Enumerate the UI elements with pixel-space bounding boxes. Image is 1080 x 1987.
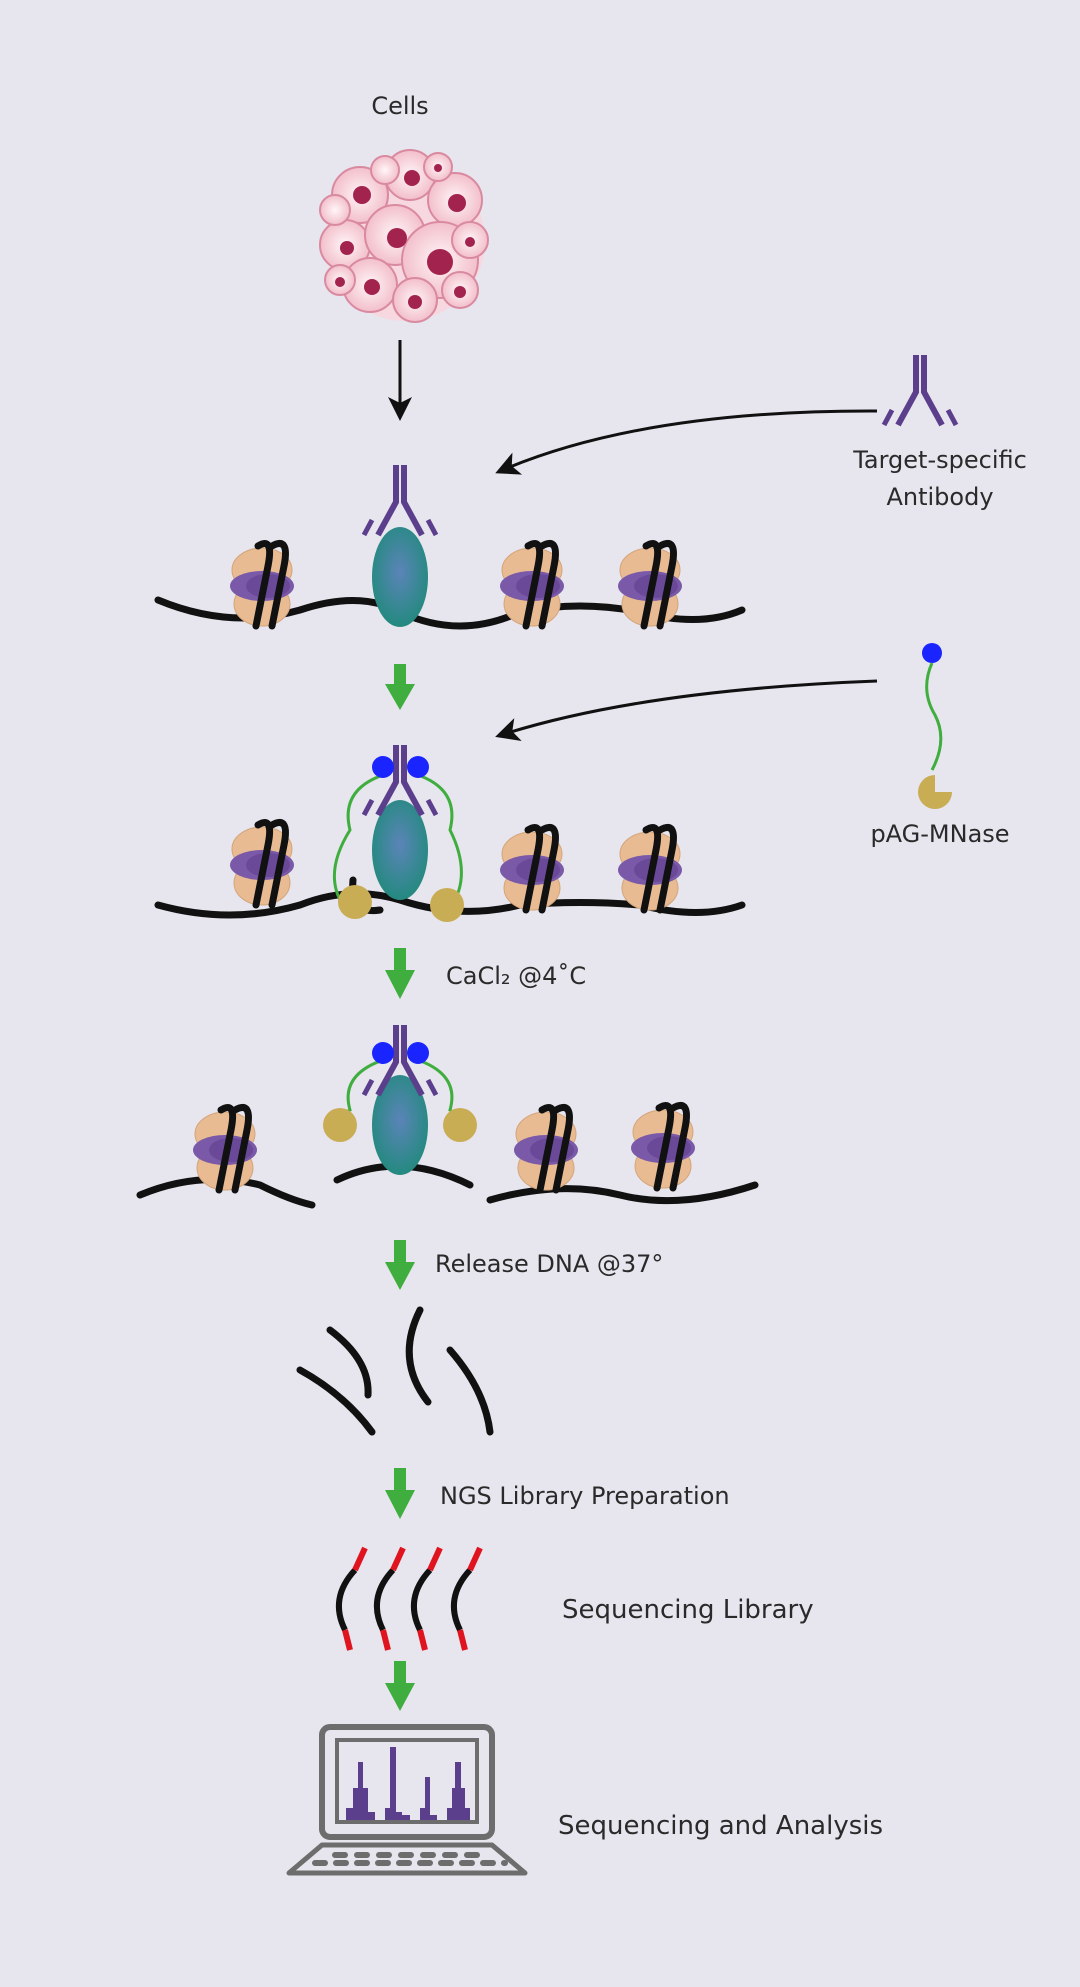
sequencing-library-fragments xyxy=(336,1546,483,1651)
green-arrow-2 xyxy=(385,948,415,999)
adapter-bottom-1 xyxy=(342,1629,353,1651)
adapter-bottom-2 xyxy=(380,1629,391,1651)
ngs-step-label: NGS Library Preparation xyxy=(440,1482,730,1510)
pag-mnase-icon xyxy=(918,643,952,809)
cacl2-step-label: CaCl₂ @4˚C xyxy=(446,962,586,990)
adapter-top-3 xyxy=(427,1546,443,1572)
library-fragment-3 xyxy=(411,1567,433,1632)
adapter-top-2 xyxy=(390,1546,406,1572)
arrow-pag-mnase-binding xyxy=(495,679,878,741)
green-arrow-3 xyxy=(385,1240,415,1290)
chromatin-with-antibody-pag-mnase xyxy=(154,745,746,922)
released-dna-fragments xyxy=(296,1306,494,1436)
release-step-label: Release DNA @37° xyxy=(435,1250,663,1278)
sequencing-analysis-label: Sequencing and Analysis xyxy=(558,1811,883,1841)
green-arrow-5 xyxy=(385,1661,415,1711)
chromatin-with-antibody xyxy=(154,465,746,627)
green-arrow-4 xyxy=(385,1468,415,1519)
cells-cluster-illustration xyxy=(319,149,489,323)
cells-label: Cells xyxy=(371,92,428,120)
library-fragment-4 xyxy=(451,1567,473,1632)
antibody-icon xyxy=(884,355,956,425)
pag-mnase-label: pAG-MNase xyxy=(870,820,1009,848)
antibody-label-line2: Antibody xyxy=(886,483,993,511)
adapter-top-1 xyxy=(352,1546,368,1572)
antibody-label-line1: Target-specific xyxy=(852,446,1027,474)
green-arrow-1 xyxy=(385,664,415,710)
library-fragment-2 xyxy=(374,1567,396,1632)
arrow-antibody-binding xyxy=(495,409,878,475)
sequencing-library-label: Sequencing Library xyxy=(562,1595,814,1625)
cleaved-chromatin xyxy=(136,1025,759,1209)
bound-antibody-icon xyxy=(364,465,436,535)
target-protein-icon xyxy=(372,527,428,627)
adapter-bottom-3 xyxy=(417,1629,428,1651)
adapter-bottom-4 xyxy=(457,1629,468,1651)
adapter-top-4 xyxy=(467,1546,483,1572)
library-fragment-1 xyxy=(336,1567,358,1632)
laptop-analysis-icon xyxy=(286,1724,528,1876)
